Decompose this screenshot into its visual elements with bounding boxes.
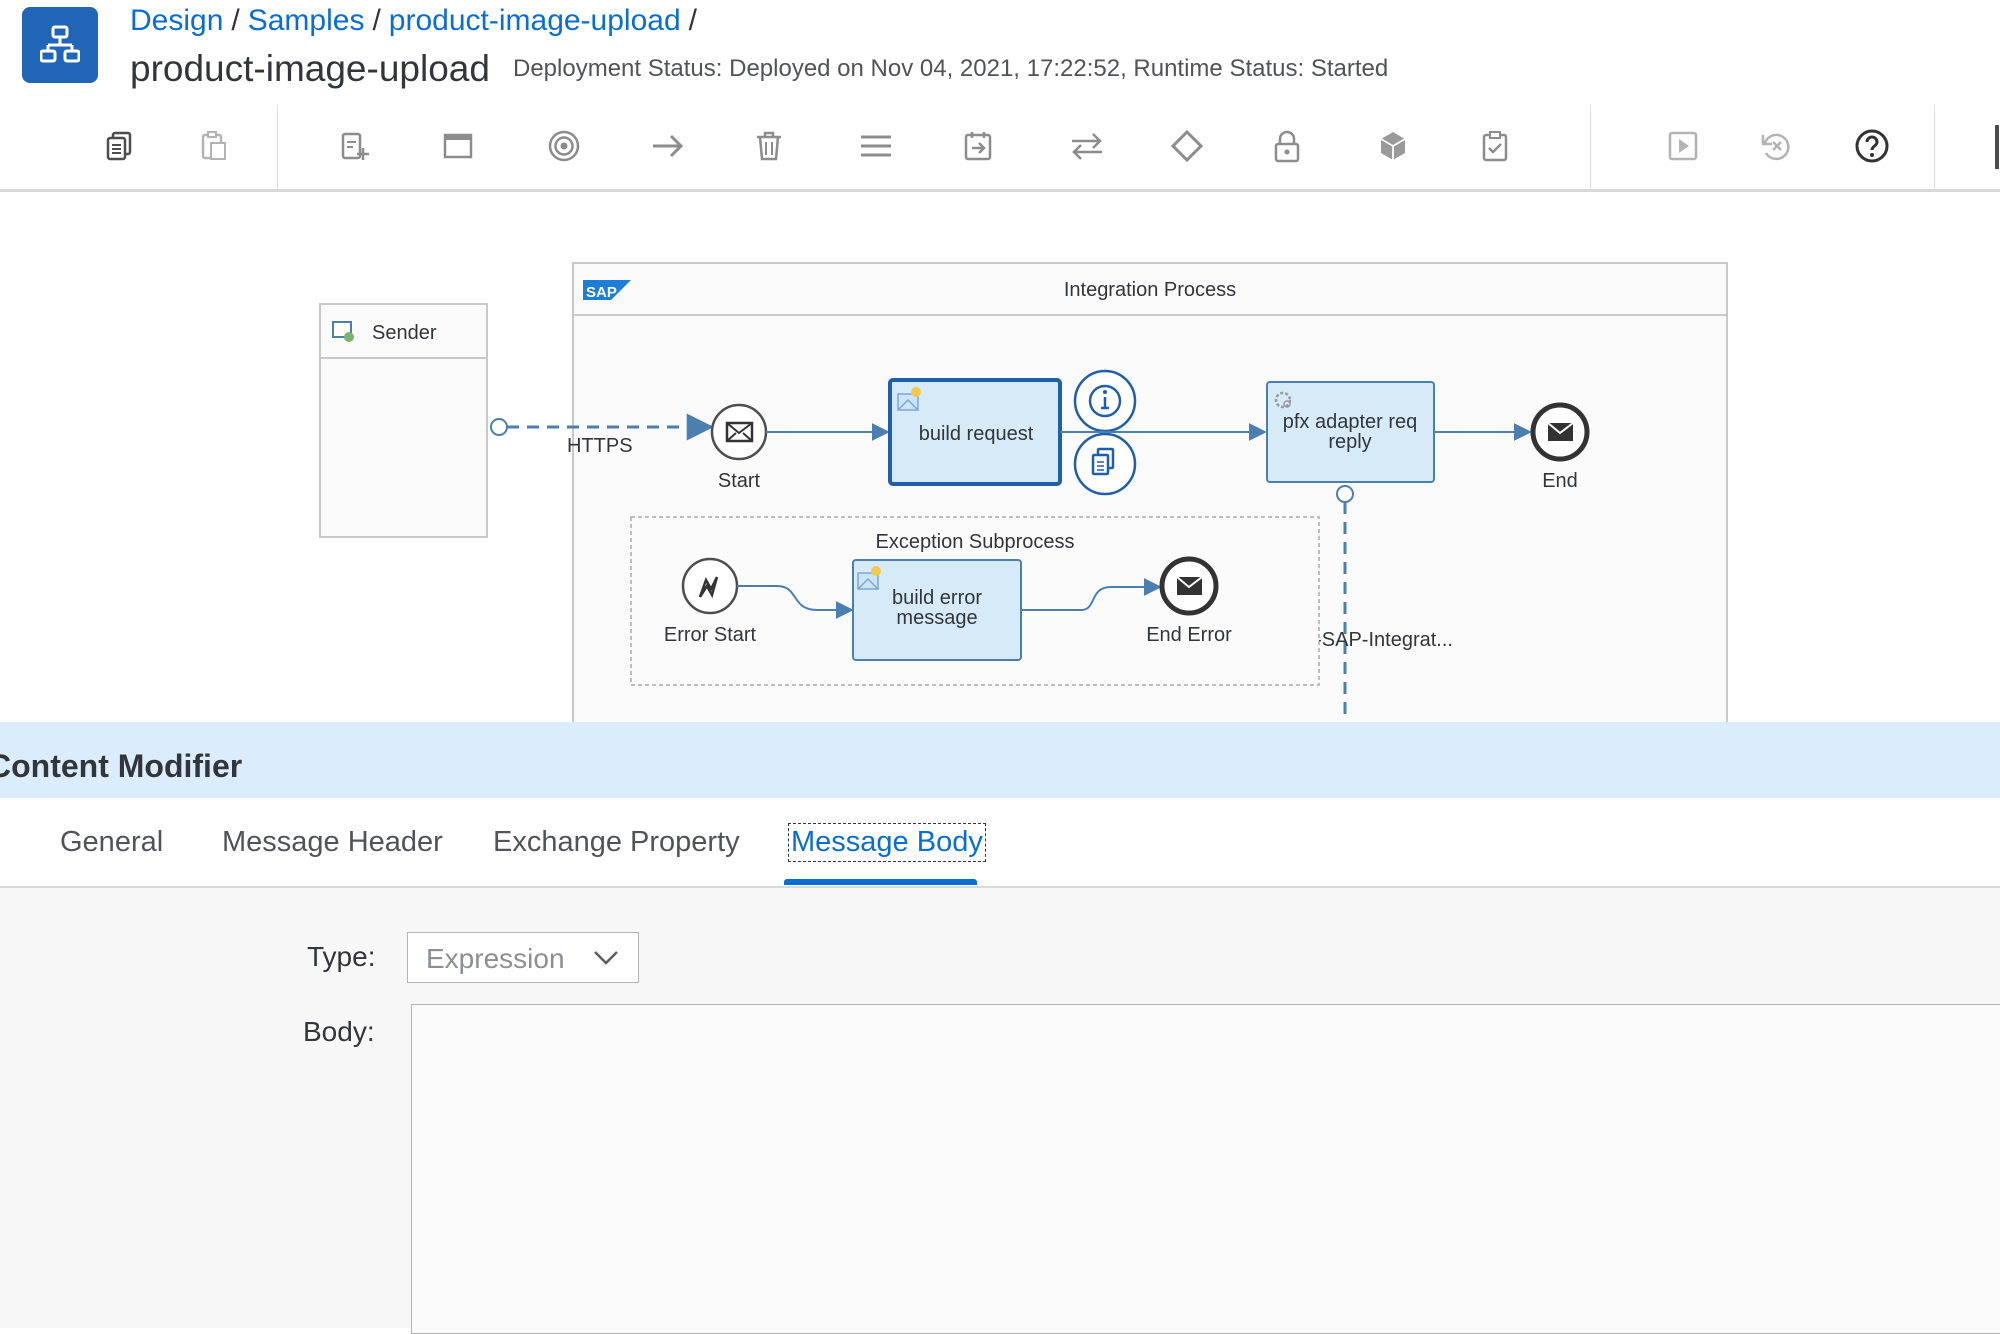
process-title: Integration Process (1064, 279, 1236, 301)
play-icon[interactable] (1660, 123, 1706, 169)
error-start-label: Error Start (664, 624, 757, 646)
end-label: End (1542, 470, 1578, 492)
integration-flow-icon (22, 7, 98, 83)
tab-general[interactable]: General (60, 826, 163, 859)
tab-message-header[interactable]: Message Header (222, 826, 443, 859)
type-select[interactable]: Expression (407, 932, 639, 983)
start-event[interactable]: Start (712, 405, 766, 492)
breadcrumb-design-link[interactable]: Design (130, 4, 223, 37)
copy-icon[interactable] (97, 123, 143, 169)
https-label: HTTPS (567, 435, 633, 457)
menu-icon[interactable] (853, 123, 899, 169)
panel-header (0, 722, 2000, 798)
breadcrumb-separator: / (681, 4, 705, 37)
import-icon[interactable] (955, 123, 1001, 169)
build-error-label-line2: message (896, 607, 977, 629)
window-icon[interactable] (435, 123, 481, 169)
toolbar-separator (277, 105, 278, 189)
breadcrumb-samples-link[interactable]: Samples (248, 4, 365, 37)
toolbar-separator (1590, 105, 1591, 189)
sender-pool[interactable]: Sender (320, 304, 487, 537)
pfx-adapter-step[interactable]: pfx adapter req reply (1267, 382, 1434, 482)
help-icon[interactable] (1849, 123, 1895, 169)
build-error-message-step[interactable]: build error message (853, 560, 1021, 660)
build-error-label-line1: build error (892, 587, 982, 609)
tab-message-body[interactable]: Message Body (791, 826, 983, 859)
info-icon[interactable] (1075, 371, 1135, 431)
deployment-status: Deployment Status: Deployed on Nov 04, 2… (513, 55, 1388, 83)
copy-step-icon[interactable] (1075, 434, 1135, 494)
pfx-label-line1: pfx adapter req (1283, 411, 1418, 433)
envelope-filled-icon (1548, 423, 1573, 441)
diagram-canvas[interactable]: Sender SAP Integration Process HTTPS (0, 192, 2000, 722)
page-title: product-image-upload (130, 48, 490, 90)
type-label: Type: (307, 941, 375, 973)
cancel-icon[interactable] (1754, 123, 1800, 169)
paste-icon[interactable] (191, 123, 237, 169)
type-select-value: Expression (426, 943, 565, 975)
toolbar (0, 105, 2000, 192)
sender-label: Sender (372, 322, 437, 344)
add-step-icon[interactable] (332, 123, 378, 169)
breadcrumb-separator: / (223, 4, 247, 37)
subprocess-title: Exception Subprocess (875, 531, 1074, 553)
tab-exchange-property[interactable]: Exchange Property (493, 826, 740, 859)
toolbar-separator (1934, 105, 1935, 189)
body-textarea[interactable] (411, 1004, 2000, 1334)
breadcrumb: Design/Samples/product-image-upload/ (130, 4, 705, 38)
panel-title: Content Modifier (0, 748, 242, 785)
lock-icon[interactable] (1264, 123, 1310, 169)
breadcrumb-flow-link[interactable]: product-image-upload (389, 4, 681, 37)
delete-icon[interactable] (746, 123, 792, 169)
breadcrumb-separator: / (364, 4, 388, 37)
diamond-icon[interactable] (1164, 123, 1210, 169)
clipboard-check-icon[interactable] (1472, 123, 1518, 169)
arrow-right-icon[interactable] (645, 123, 691, 169)
chevron-down-icon (592, 943, 620, 971)
start-label: Start (718, 470, 761, 492)
end-error-label: End Error (1146, 624, 1232, 646)
body-label: Body: (303, 1016, 375, 1048)
sap-logo-text: SAP (586, 284, 617, 301)
active-tab-indicator (784, 879, 977, 885)
build-request-step[interactable]: build request (890, 380, 1060, 484)
envelope-filled-icon (1177, 577, 1202, 595)
pfx-label-line2: reply (1328, 431, 1371, 453)
cube-icon[interactable] (1370, 123, 1416, 169)
target-icon[interactable] (541, 123, 587, 169)
swap-icon[interactable] (1064, 123, 1110, 169)
toolbar-overflow-handle[interactable] (1995, 125, 1999, 169)
build-request-label: build request (919, 423, 1034, 445)
